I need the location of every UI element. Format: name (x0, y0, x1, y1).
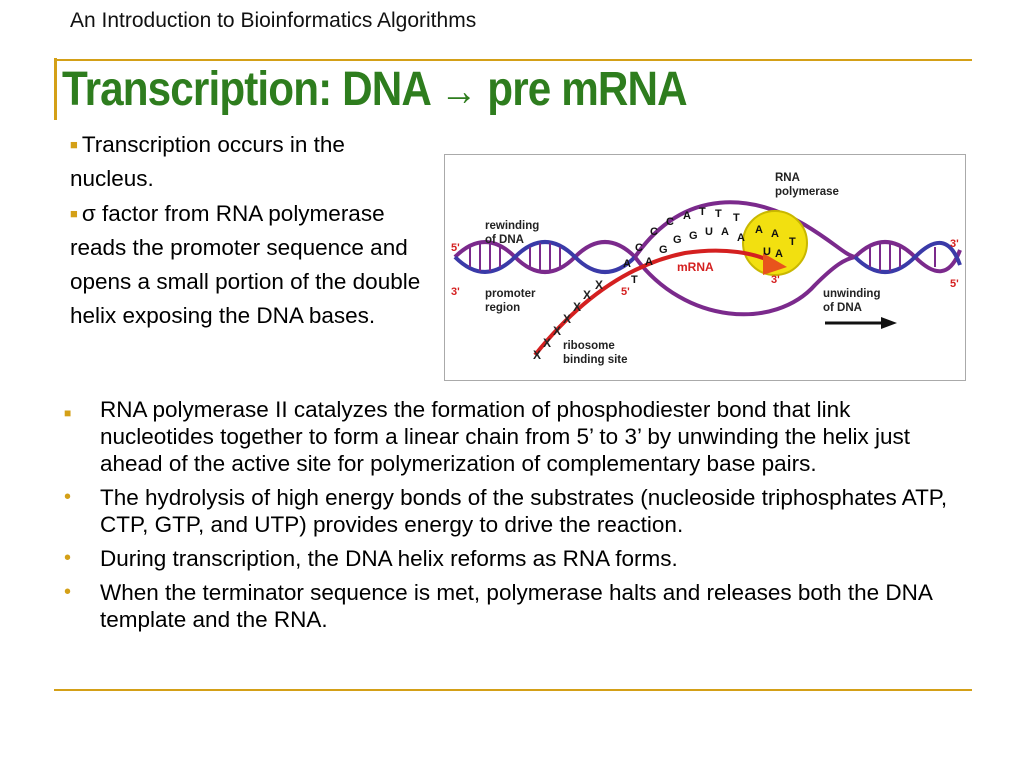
accent-top-line (54, 59, 972, 61)
svg-text:X: X (563, 312, 571, 326)
left-bullet-text: Transcription occurs in the nucleus. (70, 132, 345, 192)
base-letter: T (699, 206, 706, 218)
base-letter: U (763, 246, 771, 258)
label-unwinding: of DNA (823, 302, 862, 314)
square-bullet-icon: ■ (64, 406, 72, 420)
base-letter: T (715, 208, 722, 220)
svg-text:X: X (595, 278, 603, 292)
label-promoter: region (485, 302, 520, 314)
bullet-item: ■ RNA polymerase II catalyzes the format… (60, 396, 960, 477)
base-letter: T (631, 274, 638, 286)
bottom-bases: T A G G G U A A A U (631, 226, 783, 286)
base-letter: U (705, 226, 713, 238)
svg-text:X: X (553, 324, 561, 338)
dot-bullet-icon: • (64, 486, 72, 508)
label-promoter: promoter (485, 288, 536, 300)
accent-vertical-line (54, 58, 57, 120)
bullet-item: • When the terminator sequence is met, p… (60, 579, 960, 633)
dot-bullet-icon: • (64, 547, 72, 569)
base-letter: G (673, 234, 682, 246)
label-three-prime: 3' (771, 274, 780, 286)
base-letter: G (689, 230, 698, 242)
bullet-text: During transcription, the DNA helix refo… (100, 546, 678, 571)
label-rewinding: rewinding (485, 220, 539, 232)
label-mrna: mRNA (677, 260, 714, 274)
svg-text:X: X (543, 336, 551, 350)
dna-strand-right-b (853, 240, 962, 274)
base-letter: C (650, 226, 658, 238)
dna-rungs-left (469, 243, 561, 271)
base-letter: A (645, 256, 653, 268)
square-bullet-icon: ■ (70, 205, 78, 221)
label-rewinding: of DNA (485, 234, 524, 246)
svg-text:X: X (583, 288, 591, 302)
left-bullet-list: ■Transcription occurs in the nucleus. ■σ… (70, 128, 430, 334)
dna-template-bottom (633, 255, 856, 317)
left-bullet-text: σ factor from RNA polymerase reads the p… (70, 200, 421, 329)
bullet-item: • The hydrolysis of high energy bonds of… (60, 484, 960, 538)
label-five-prime: 5' (950, 278, 959, 290)
label-unwinding: unwinding (823, 288, 880, 300)
mrna-strand (533, 248, 776, 357)
base-letter: A (623, 258, 631, 270)
base-letter: A (771, 228, 779, 240)
transcription-diagram: A C C C A T T T A A T T A G G G U A A A … (444, 154, 966, 381)
base-letter: A (755, 224, 763, 236)
label-rna-polymerase: RNA (775, 172, 800, 184)
label-three-prime: 3' (451, 286, 460, 298)
slide-title: Transcription: DNA → pre mRNA (62, 63, 688, 117)
base-letter: G (659, 244, 668, 256)
dot-bullet-icon: • (64, 581, 72, 603)
dna-strand-left-b (453, 240, 637, 274)
bullet-item: • During transcription, the DNA helix re… (60, 545, 960, 572)
base-letter: A (721, 226, 729, 238)
square-bullet-icon: ■ (70, 137, 78, 152)
dna-rungs-right (869, 243, 936, 271)
course-title: An Introduction to Bioinformatics Algori… (70, 9, 477, 32)
left-bullet-item: ■σ factor from RNA polymerase reads the … (70, 197, 430, 334)
base-letter: A (683, 210, 691, 222)
main-bullet-list: ■ RNA polymerase II catalyzes the format… (60, 396, 960, 640)
direction-arrow-icon (825, 317, 897, 329)
promoter-marks: XXX XXX X (533, 278, 603, 362)
base-letter: C (635, 242, 643, 254)
left-bullet-item: ■Transcription occurs in the nucleus. (70, 128, 430, 197)
svg-text:X: X (533, 348, 541, 362)
label-ribosome: binding site (563, 354, 628, 366)
mrna-arrowhead-icon (763, 253, 787, 275)
right-arrow-icon: → (440, 67, 477, 114)
bullet-text: When the terminator sequence is met, pol… (100, 580, 932, 632)
label-five-prime: 5' (621, 286, 630, 298)
title-end: pre mRNA (487, 63, 687, 116)
title-main: Transcription: DNA (62, 63, 430, 116)
label-five-prime: 5' (451, 242, 460, 254)
svg-text:X: X (573, 300, 581, 314)
base-letter: A (775, 248, 783, 260)
label-ribosome: ribosome (563, 340, 615, 352)
bullet-text: RNA polymerase II catalyzes the formatio… (100, 397, 911, 476)
accent-bottom-line (54, 689, 972, 691)
bullet-text: The hydrolysis of high energy bonds of t… (100, 485, 948, 537)
transcription-diagram-svg: A C C C A T T T A A T T A G G G U A A A … (451, 172, 962, 366)
rna-polymerase-shape (742, 210, 808, 276)
top-bases: A C C C A T T T A A T (623, 206, 796, 270)
base-letter: A (737, 232, 745, 244)
base-letter: T (733, 212, 740, 224)
dna-strand-left-a (453, 240, 637, 274)
base-letter: C (666, 216, 674, 228)
label-rna-polymerase: polymerase (775, 186, 839, 198)
label-three-prime: 3' (950, 238, 959, 250)
base-letter: T (789, 236, 796, 248)
